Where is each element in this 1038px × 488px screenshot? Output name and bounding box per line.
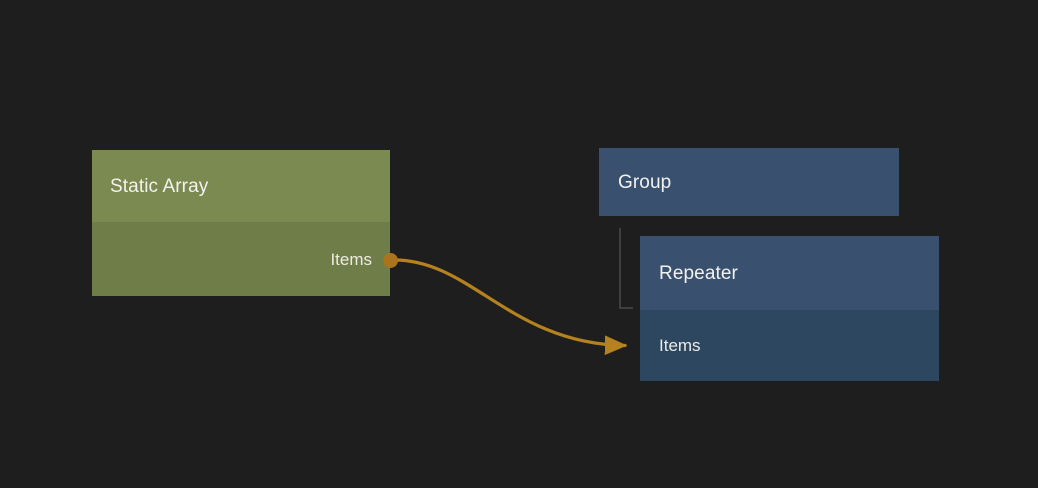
- node-group-header[interactable]: Group: [599, 148, 899, 216]
- node-group[interactable]: Group: [599, 148, 899, 216]
- node-static-array-title: Static Array: [110, 175, 209, 197]
- node-repeater-body: Items: [640, 310, 939, 381]
- node-static-array-body: Items: [92, 222, 390, 296]
- node-static-array[interactable]: Static Array Items: [92, 150, 390, 296]
- connection-static-array-items-to-repeater-items[interactable]: [390, 258, 628, 356]
- node-group-title: Group: [618, 171, 672, 193]
- node-repeater-header[interactable]: Repeater: [640, 236, 939, 310]
- port-row-items-input[interactable]: Items: [640, 310, 939, 381]
- port-row-items-output[interactable]: Items: [92, 222, 390, 296]
- port-label-items-input: Items: [659, 336, 701, 355]
- group-containment-bracket: [619, 228, 633, 309]
- node-repeater-title: Repeater: [659, 262, 738, 284]
- node-repeater[interactable]: Repeater Items: [640, 236, 939, 381]
- socket-items-output[interactable]: [383, 253, 398, 268]
- node-static-array-header[interactable]: Static Array: [92, 150, 390, 222]
- port-label-items-output: Items: [330, 249, 372, 269]
